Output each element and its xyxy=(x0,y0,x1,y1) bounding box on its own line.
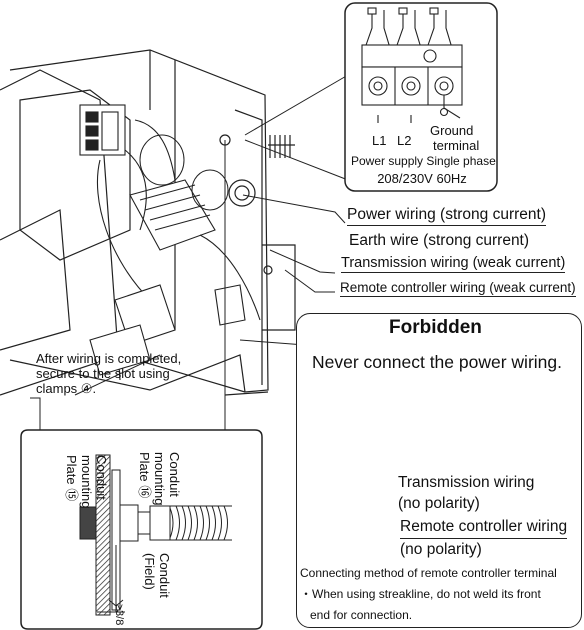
terminal-label-l2: L2 xyxy=(397,133,411,148)
power-wiring-label: Power wiring (strong current) xyxy=(347,206,546,226)
connecting-method-note: Connecting method of remote controller t… xyxy=(300,566,557,622)
svg-text:mounting: mounting xyxy=(152,452,167,505)
conduit-field-label: Conduit (Field) xyxy=(142,553,172,598)
svg-text:Conduit: Conduit xyxy=(94,455,109,500)
power-supply-inset xyxy=(344,2,498,192)
conduit-plate15-label: Conduit mounting Plate ⑮ xyxy=(64,455,109,508)
remote-controller-wiring-label: Remote controller wiring (weak current) xyxy=(340,280,576,297)
dimension-label: ≥3/8 xyxy=(113,604,125,625)
remote-no-polarity-label: Remote controller wiring (no polarity) xyxy=(400,518,568,558)
svg-text:Conduit: Conduit xyxy=(167,452,182,497)
forbidden-title: Forbidden xyxy=(389,317,482,338)
ground-terminal-label: Ground terminal xyxy=(430,123,480,153)
forbidden-panel xyxy=(296,313,582,628)
terminal-label-l1: L1 xyxy=(372,133,386,148)
transmission-wiring-label: Transmission wiring (weak current) xyxy=(341,255,566,273)
conduit-detail-inset xyxy=(20,429,263,630)
svg-text:(Field): (Field) xyxy=(142,553,157,590)
clamp-note: After wiring is completed, secure to the… xyxy=(36,351,182,396)
svg-text:Plate ⑮: Plate ⑮ xyxy=(64,455,79,501)
svg-text:Conduit: Conduit xyxy=(157,553,172,598)
power-supply-description: Power supply Single phase 208/230V 60Hz xyxy=(351,154,496,186)
svg-text:Plate ⑯: Plate ⑯ xyxy=(137,452,152,498)
conduit-plate16-label: Conduit mounting Plate ⑯ xyxy=(137,452,182,505)
transmission-no-polarity-label: Transmission wiring (no polarity) xyxy=(398,474,535,512)
svg-text:mounting: mounting xyxy=(79,455,94,508)
forbidden-message: Never connect the power wiring. xyxy=(312,352,562,372)
earth-wire-label: Earth wire (strong current) xyxy=(349,232,530,249)
